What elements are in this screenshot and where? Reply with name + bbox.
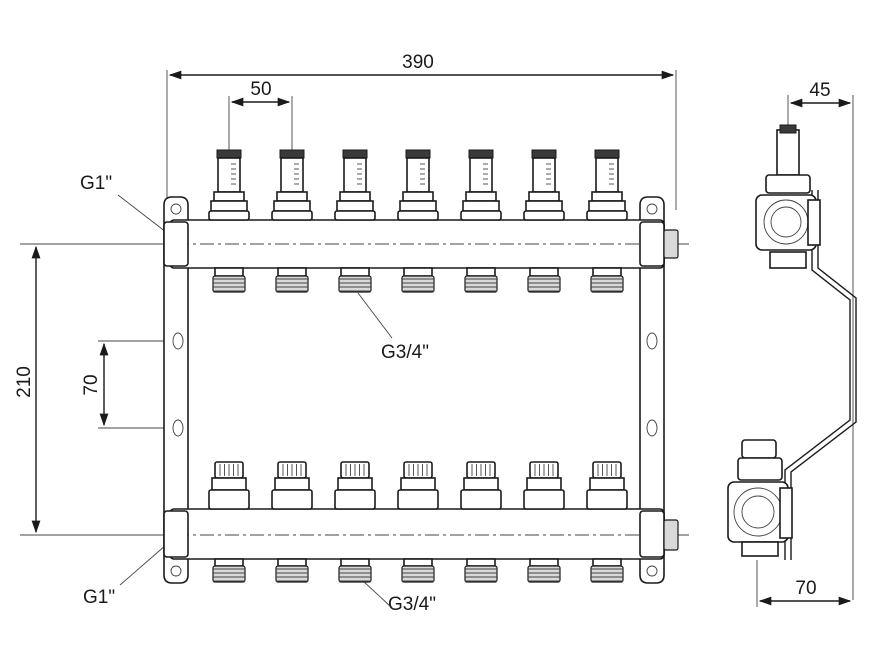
dim-side-bottom: 70 <box>756 560 852 607</box>
flow-meter <box>586 149 628 221</box>
top-outlet-thread <box>212 267 246 293</box>
bottom-outlet-thread <box>527 558 561 583</box>
outlet-bottom-label: G3/4" <box>388 594 436 615</box>
flow-meter <box>334 149 376 221</box>
dim-side-top-label: 45 <box>809 80 830 101</box>
top-manifold-bar <box>150 219 690 269</box>
side-valve-cap <box>741 439 777 459</box>
dim-outlet-spacing: 50 <box>228 79 293 150</box>
valve-cap <box>397 461 439 510</box>
valve-cap <box>586 461 628 510</box>
side-view <box>727 124 857 560</box>
outlet-top-label: G3/4" <box>381 342 429 363</box>
dim-overall-width-label: 390 <box>402 52 434 73</box>
dim-side-bottom-label: 70 <box>795 578 816 599</box>
dim-overall-width: 390 <box>166 52 677 210</box>
valve-cap <box>523 461 565 510</box>
circuits <box>208 149 628 583</box>
dim-bracket-holes: 70 <box>81 340 175 429</box>
bottom-outlet-thread <box>212 558 246 583</box>
flow-meter <box>523 149 565 221</box>
top-outlet-thread <box>590 267 624 293</box>
flow-meter <box>208 149 250 221</box>
flow-meter <box>460 149 502 221</box>
valve-cap <box>208 461 250 510</box>
top-outlet-thread <box>527 267 561 293</box>
bracket-right <box>639 196 665 584</box>
bottom-manifold-bar <box>150 508 690 560</box>
valve-cap <box>460 461 502 510</box>
valve-cap <box>271 461 313 510</box>
callout-inlet-top: G1" <box>80 173 167 233</box>
bottom-outlet-thread <box>464 558 498 583</box>
top-outlet-thread <box>275 267 309 293</box>
callout-outlet-top: G3/4" <box>357 292 429 363</box>
bottom-outlet-thread <box>338 558 372 583</box>
dim-bar-spacing: 210 <box>14 243 168 536</box>
callout-inlet-bottom: G1" <box>83 544 167 608</box>
dim-bracket-holes-label: 70 <box>81 374 102 395</box>
callout-outlet-bottom: G3/4" <box>361 579 436 615</box>
side-bottom-body <box>727 481 789 543</box>
top-outlet-thread <box>401 267 435 293</box>
bottom-outlet-thread <box>275 558 309 583</box>
top-outlet-thread <box>464 267 498 293</box>
dim-bar-spacing-label: 210 <box>14 366 35 398</box>
inlet-bottom-label: G1" <box>83 587 115 608</box>
bottom-outlet-thread <box>590 558 624 583</box>
flow-meter <box>397 149 439 221</box>
inlet-top-label: G1" <box>80 173 112 194</box>
bracket-left <box>163 196 189 584</box>
flow-meter <box>271 149 313 221</box>
top-outlet-thread <box>338 267 372 293</box>
side-top-body <box>755 194 817 251</box>
dim-outlet-spacing-label: 50 <box>250 79 271 100</box>
valve-cap <box>334 461 376 510</box>
dim-side-top: 45 <box>787 80 854 600</box>
bottom-outlet-thread <box>401 558 435 583</box>
side-flowmeter <box>776 129 800 176</box>
